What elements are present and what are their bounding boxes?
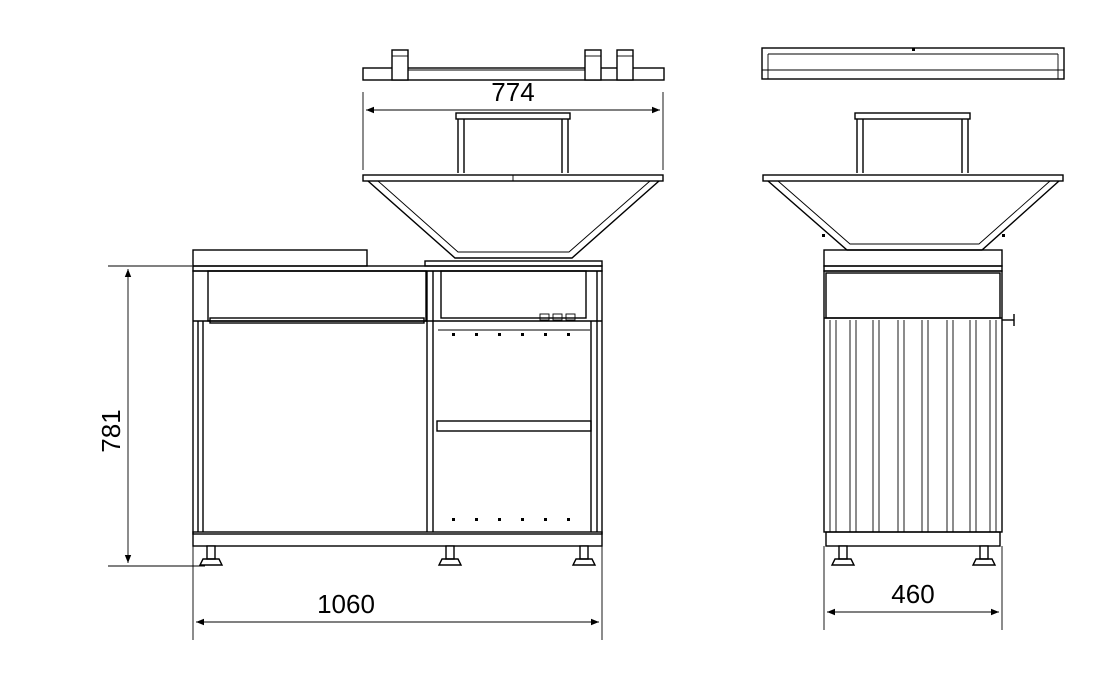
front-cabinet — [192, 270, 603, 547]
front-feet — [198, 545, 597, 566]
front-view: 774 781 1060 — [96, 49, 665, 640]
side-countertop — [823, 249, 1003, 272]
side-cabinet — [823, 270, 1015, 547]
front-rivets — [452, 333, 570, 521]
dimension-781: 781 — [96, 265, 205, 567]
side-view: 460 — [761, 47, 1065, 630]
dimension-460-label: 460 — [891, 579, 934, 609]
dimension-774-label: 774 — [491, 77, 534, 107]
dimension-781-label: 781 — [96, 409, 126, 452]
side-slats — [829, 320, 997, 532]
side-lid — [761, 47, 1065, 80]
dimension-1060: 1060 — [192, 546, 603, 640]
side-grill-bowl — [762, 112, 1064, 251]
dimension-1060-label: 1060 — [317, 589, 375, 619]
side-feet — [830, 545, 997, 566]
dimension-460: 460 — [823, 546, 1003, 630]
dimension-774: 774 — [362, 77, 664, 170]
front-grill-bowl — [362, 112, 664, 259]
front-lid — [362, 49, 665, 81]
front-countertop — [192, 249, 603, 272]
